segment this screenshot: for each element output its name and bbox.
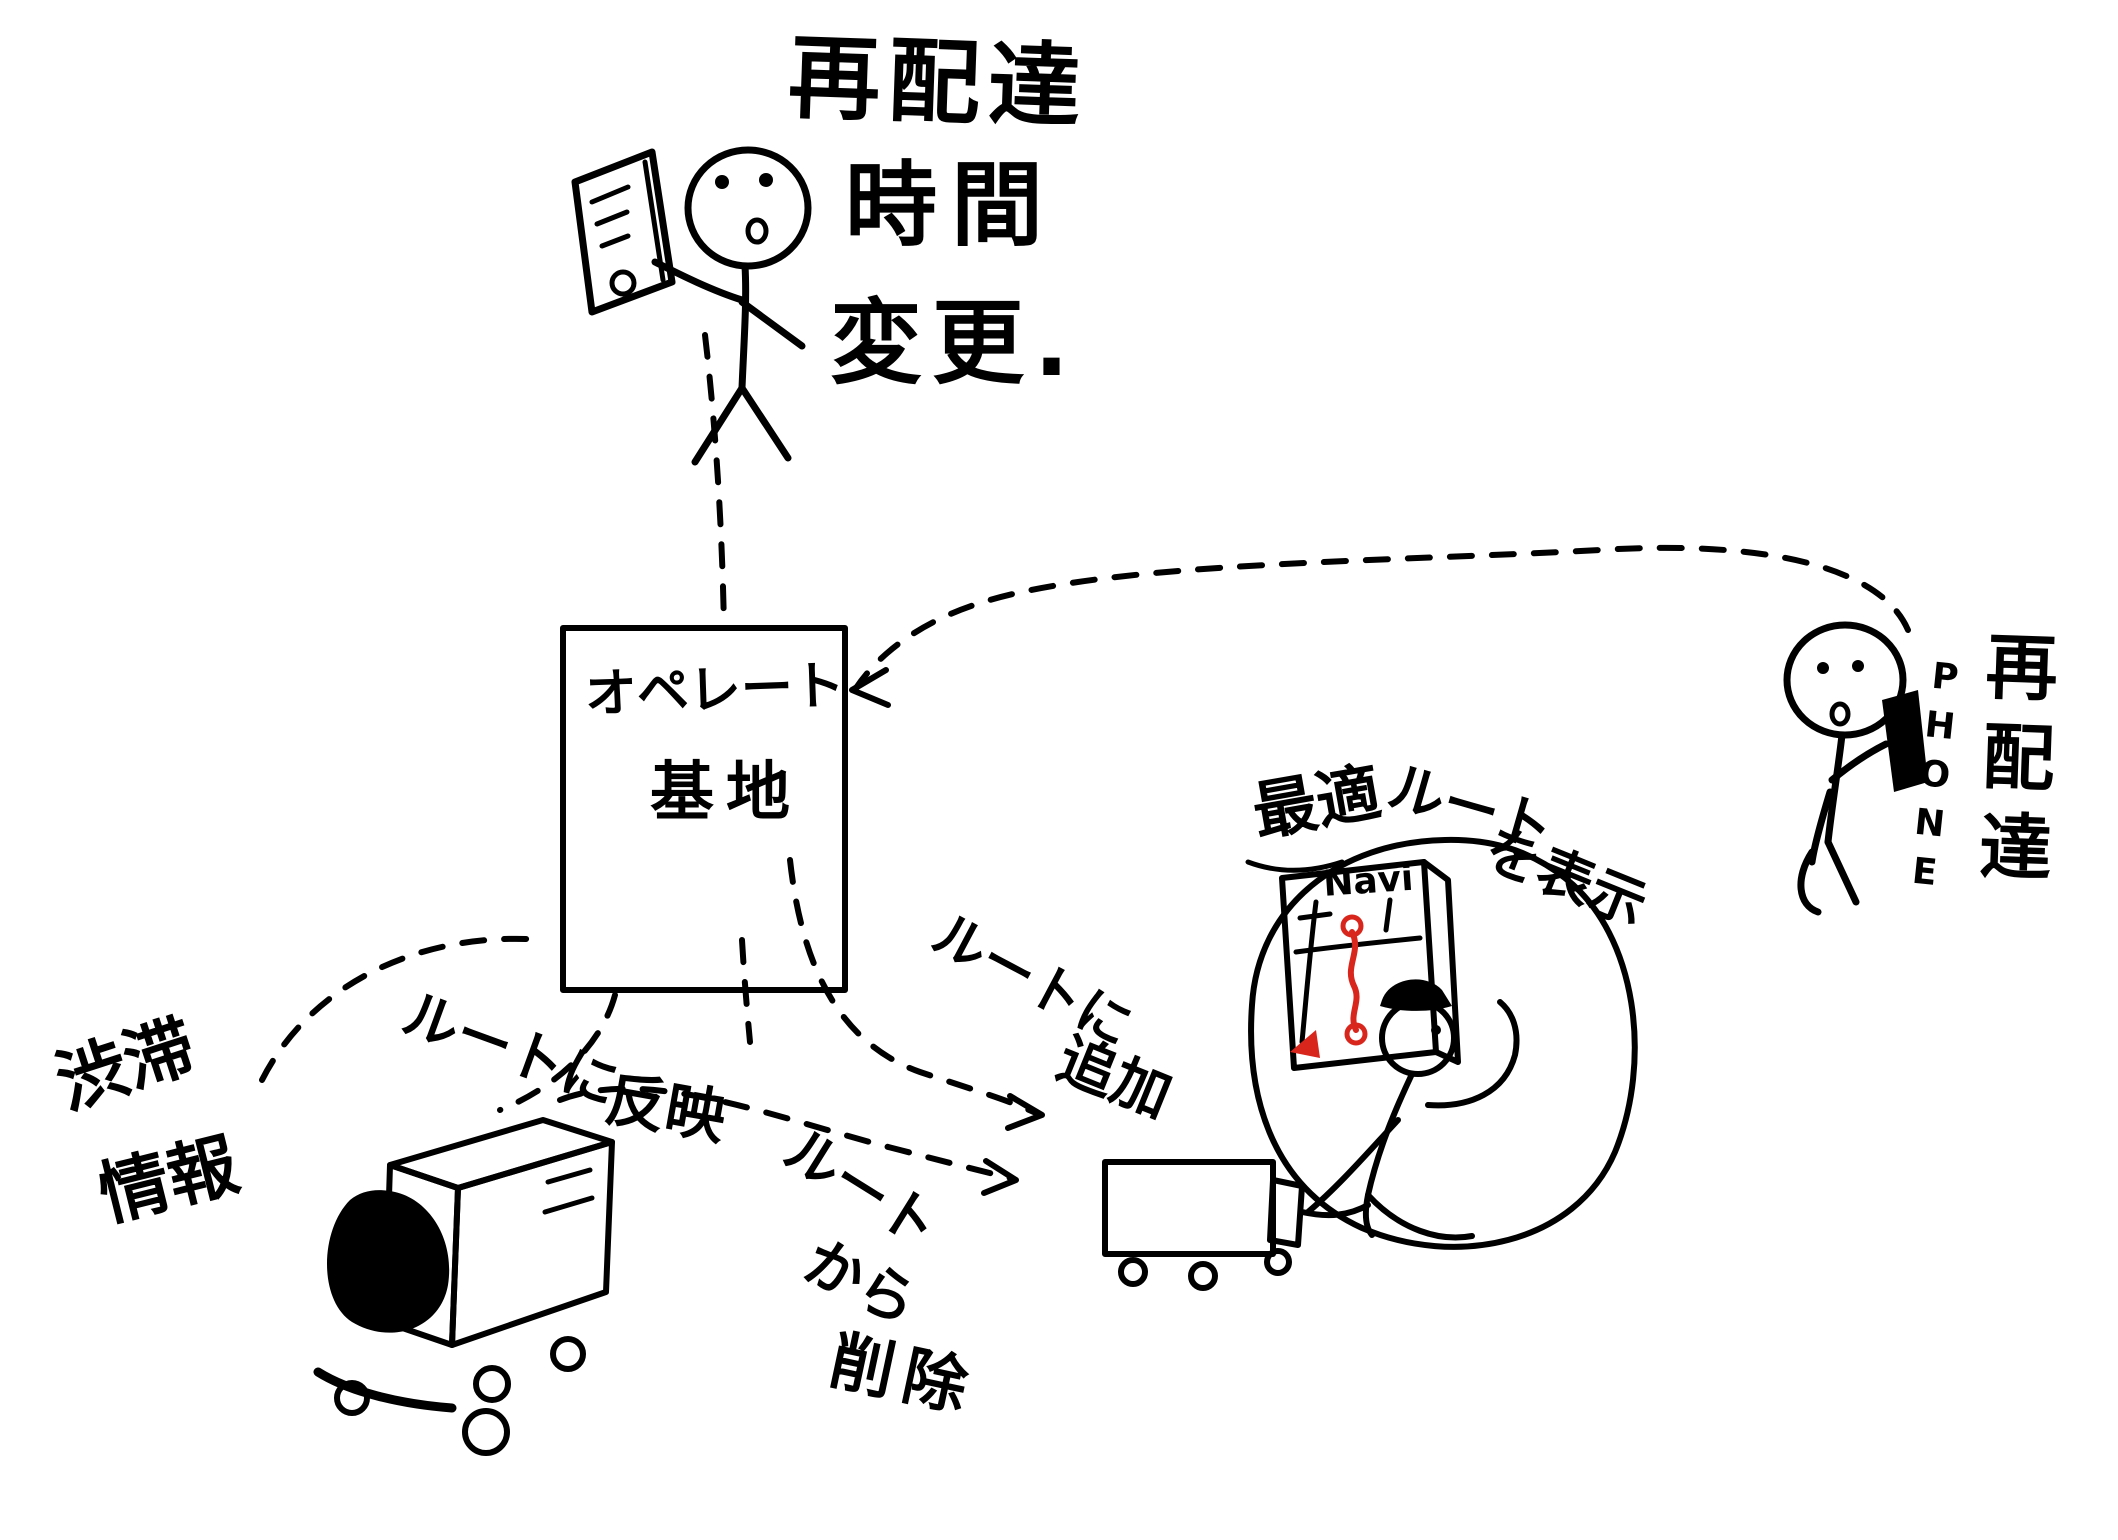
worker-cap-icon [1380,979,1452,1011]
connector-base-south [739,937,753,1045]
customer-head [684,146,812,270]
customer-mouth [745,217,769,245]
optimal-underline-stroke [1245,859,1345,873]
label-operator-base-l2: 基地 [650,756,802,830]
caller-arms [1808,740,1890,866]
phone-icon [1882,690,1928,792]
worker-arm-raised [1425,999,1520,1109]
customer-arms [651,258,806,350]
truck-skid-line [313,1367,457,1413]
label-redelivery-l3: 変更. [830,290,1079,397]
operator-base-box [560,625,848,993]
label-redelivery-l2: 時間 [845,152,1058,259]
truck-wheel [473,1365,511,1403]
label-navi: Navi [1321,857,1415,905]
label-operator-base-l1: オペレート [583,655,846,725]
label-redelivery-l1: 再配達 [786,24,1091,142]
customer-eye-right [759,173,773,187]
connector-phone-line [853,544,1911,691]
navi-position-arrow-icon [1290,1030,1320,1058]
worker-head [1379,999,1457,1077]
navi-route-end-marker [1344,1022,1368,1046]
label-redelivery-vertical: 再配達 [1965,627,2059,901]
worker-bag-outline [1248,836,1638,1250]
connector-route-remove-line [557,1085,1013,1181]
arrowhead-into-base-icon [849,667,891,708]
caller-eye-right [1852,660,1864,672]
connector-customer-to-base [702,332,727,631]
customer-body [738,262,750,392]
delivery-cart-sketch [1102,1159,1371,1291]
worker-body [1362,1071,1415,1238]
connector-traffic-to-base [259,935,548,1083]
caller-mouth [1829,701,1851,727]
tablet-scribble [589,159,666,283]
truck-wheel [334,1380,370,1416]
truck-wheel-loose [462,1408,510,1456]
connector-base-to-cart-upper [787,857,1045,1131]
caller-eye-left [1817,662,1829,674]
caller-body [1824,731,1846,846]
navi-map-roads [1293,897,1423,1045]
connector-phone-to-base [849,544,1911,708]
caller-legs [1797,838,1860,916]
connector-base-to-cart-lower [557,1085,1019,1196]
arrowhead-route-remove-icon [981,1158,1019,1196]
cart-wheel [1188,1261,1218,1291]
cart-handle [1299,1202,1371,1219]
truck-wheel [550,1336,586,1372]
customer-eye-left [715,175,729,189]
customer-legs [691,384,792,466]
tablet-icon [571,148,676,316]
arrowhead-route-add-icon [1005,1093,1045,1131]
cart-wheel [1264,1248,1292,1276]
truck-detail-lines [542,1167,595,1215]
truck-sketch [313,1117,615,1456]
connector-base-to-truck [497,992,618,1113]
navi-route-start-marker [1340,914,1364,938]
worker-eye [1431,1025,1441,1035]
cart-body [1102,1159,1276,1257]
worker-arm-to-cart [1305,1117,1401,1215]
truck-side-face [449,1139,615,1348]
customer-person-sketch [571,146,812,466]
delivery-worker-sketch [1305,979,1520,1241]
truck-scribble-blob [327,1190,450,1333]
cart-wheel [1118,1257,1148,1287]
cart-coupler [1267,1177,1305,1248]
navi-route-red-path [1347,929,1360,1033]
worker-lower-body [1365,1192,1475,1241]
phone-caller-sketch [1783,621,1928,916]
tablet-button [609,269,637,297]
connector-route-add-line [787,857,1041,1117]
